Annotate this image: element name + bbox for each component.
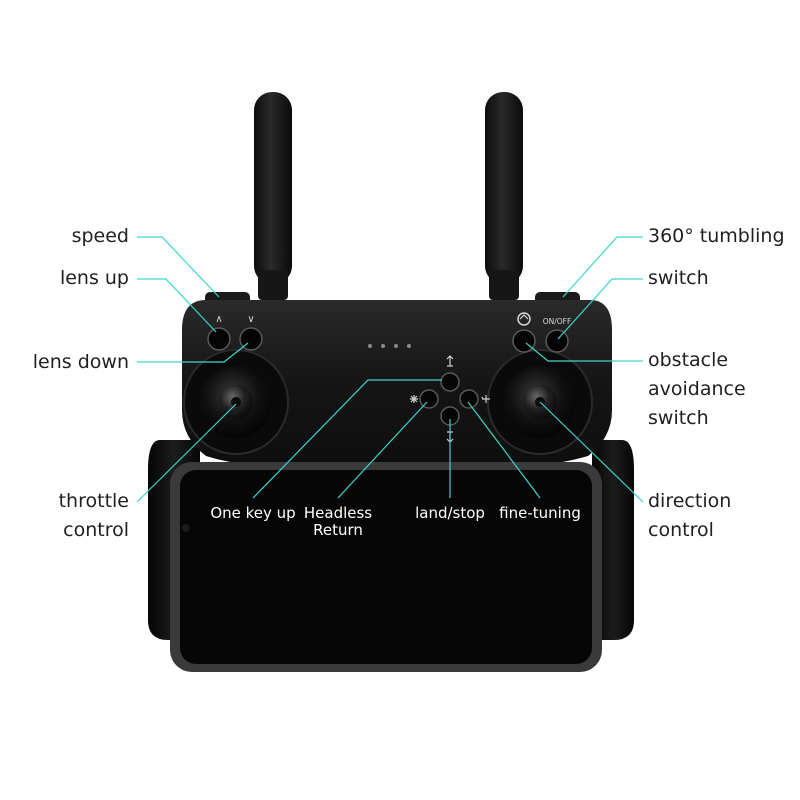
indicator-dots (368, 344, 411, 348)
label-direction-control: direction control (648, 487, 731, 545)
down-mark-text: ∨ (247, 314, 254, 325)
trim-icon (481, 395, 490, 403)
leader-obstacle (525, 342, 643, 362)
label-land-stop: land/stop (415, 504, 485, 522)
leader-throttle (136, 403, 237, 503)
power-switch-button (545, 329, 569, 353)
lens-up-button (207, 327, 231, 351)
label-switch: switch (648, 267, 709, 289)
label-direction-line1: direction (648, 490, 732, 512)
label-throttle-control: throttle control (59, 487, 129, 545)
obstacle-avoidance-button (512, 329, 536, 353)
right-holder-clamp (592, 440, 634, 640)
label-headless-line1: Headless (303, 504, 373, 522)
label-obstacle-line2: avoidance (648, 378, 746, 400)
leader-lens-down (137, 342, 249, 363)
headless-return-button (419, 389, 439, 409)
fine-tuning-button (459, 389, 479, 409)
leader-lines (136, 236, 644, 503)
leader-one-key-up (252, 379, 442, 499)
label-headless-line2: Return (313, 521, 363, 539)
tumbling-icon (517, 312, 531, 326)
label-throttle-line1: throttle (58, 490, 129, 512)
leader-speed (137, 236, 220, 298)
phone-camera (182, 524, 190, 532)
label-fine-tuning: fine-tuning (499, 504, 581, 522)
label-throttle-line2: control (63, 519, 129, 541)
up-mark-text: ∧ (215, 314, 222, 325)
dpad (419, 372, 479, 426)
left-joystick (183, 349, 289, 455)
on-off-mark-text: ON/OFF (543, 317, 572, 326)
label-speed: speed (71, 225, 129, 247)
phone-screen (180, 470, 592, 664)
label-obstacle-line1: obstacle (648, 349, 729, 371)
left-antenna (254, 92, 292, 300)
label-direction-line2: control (648, 519, 714, 541)
label-360-tumbling: 360° tumbling (648, 225, 785, 247)
leader-switch (557, 278, 643, 340)
label-headless-return: Headless Return (293, 505, 383, 539)
leader-direction (539, 401, 644, 503)
leader-lens-up (137, 278, 217, 333)
leader-tumbling (562, 236, 643, 298)
label-obstacle-avoidance-switch: obstacle avoidance switch (648, 346, 746, 433)
label-lens-down: lens down (32, 351, 129, 373)
leader-fine-tuning (467, 401, 541, 499)
one-key-up-button (440, 372, 460, 392)
label-one-key-up: One key up (210, 504, 296, 522)
label-obstacle-line3: switch (648, 407, 709, 429)
leader-headless (337, 401, 428, 499)
headless-icon (410, 395, 418, 403)
takeoff-icon (446, 355, 454, 367)
right-antenna (485, 92, 523, 300)
label-lens-up: lens up (59, 267, 129, 289)
